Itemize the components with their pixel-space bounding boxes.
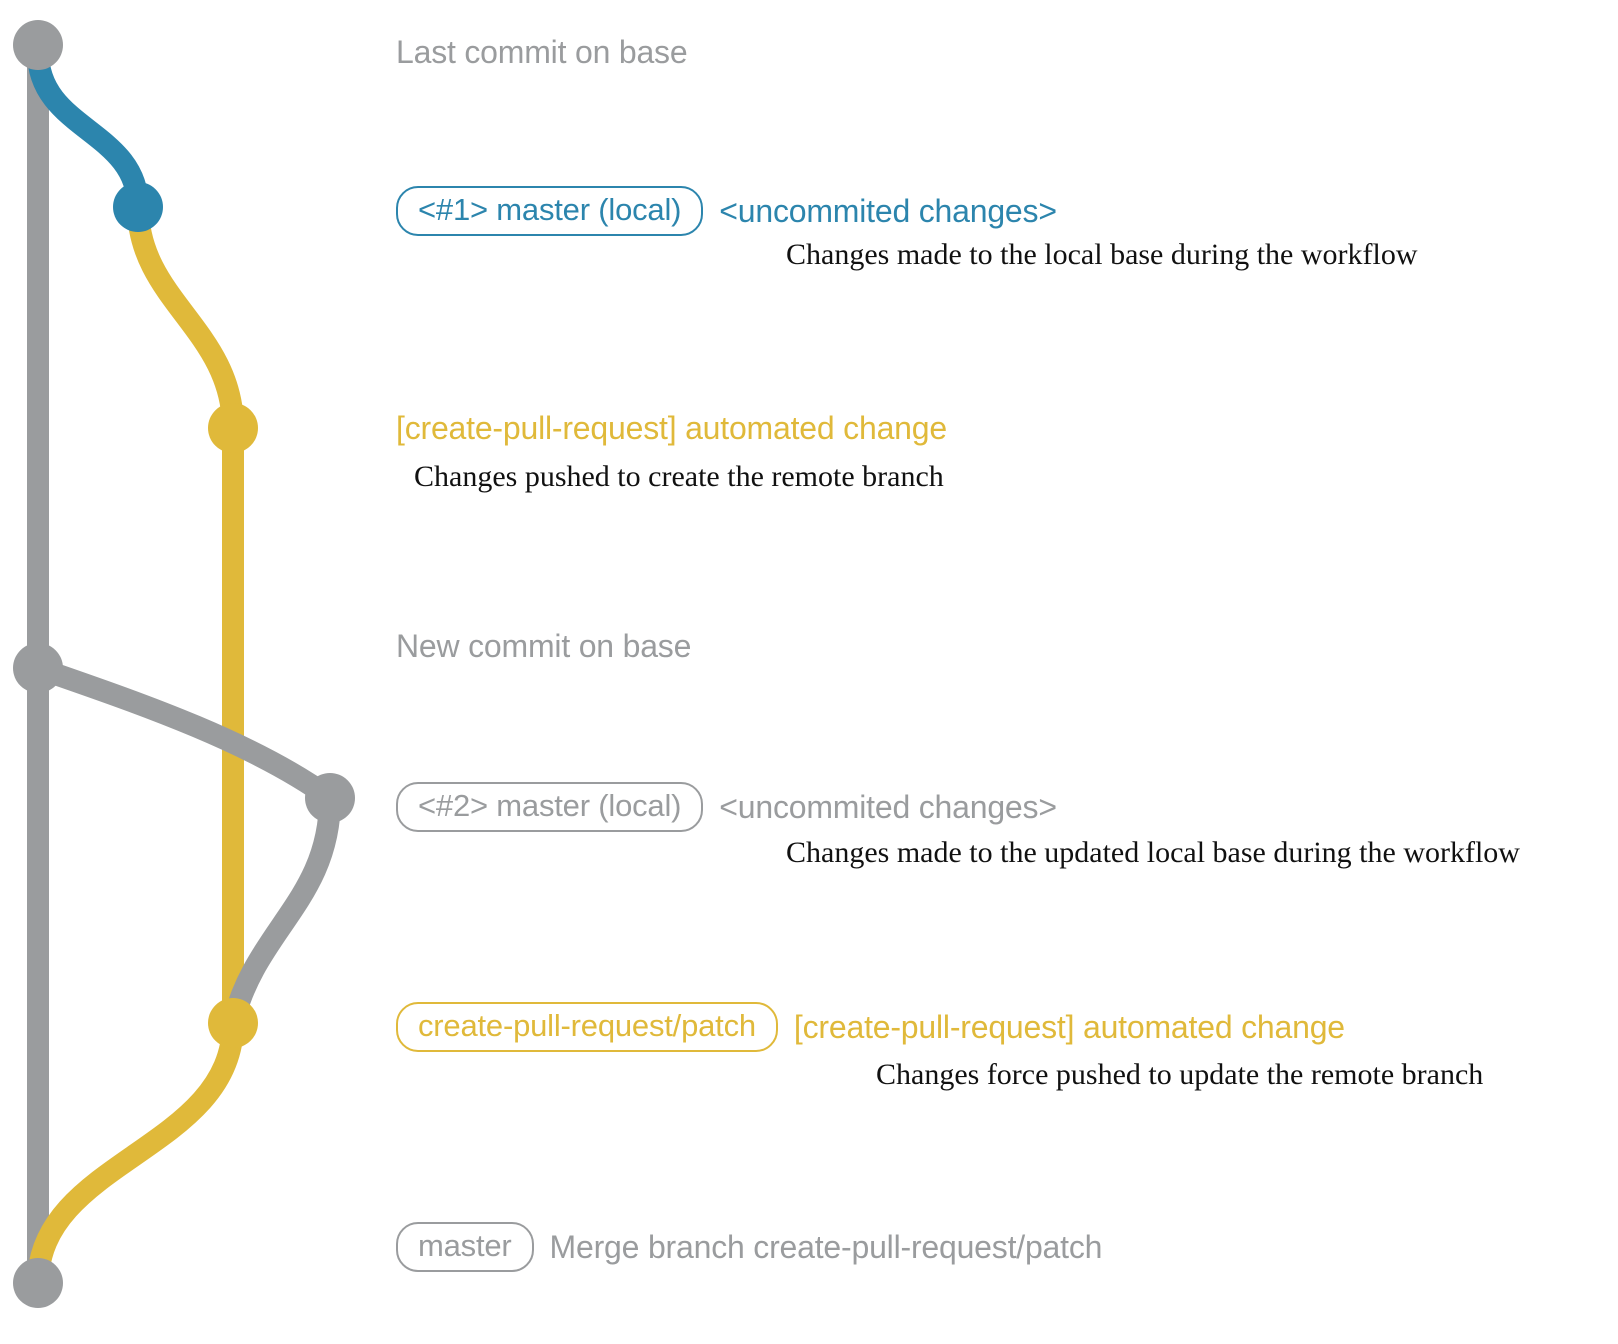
commit-description-automated-change-1: Changes pushed to create the remote bran… xyxy=(414,460,944,493)
node-master-2[interactable] xyxy=(305,773,355,823)
graph-row-automated-change-1: [create-pull-request] automated change xyxy=(396,412,947,444)
node-patch-2[interactable] xyxy=(208,998,258,1048)
graph-row-new-commit-on-base: New commit on base xyxy=(396,630,691,662)
commit-message-automated-change-2: [create-pull-request] automated change xyxy=(793,1009,1345,1045)
commit-description-master-local-2: Changes made to the updated local base d… xyxy=(786,836,1520,869)
branch-badge-master-local-2[interactable]: <#2> master (local) xyxy=(396,782,704,832)
edge-master1-to-patch1 xyxy=(127,196,244,439)
node-master-1[interactable] xyxy=(113,182,163,232)
graph-row-merge-branch: master Merge branch create-pull-request/p… xyxy=(396,1222,1102,1272)
edge-basenew-to-master2 xyxy=(27,657,341,809)
commit-message-merge-branch: Merge branch create-pull-request/patch xyxy=(549,1229,1103,1265)
graph-row-master-local-1: <#1> master (local) <uncommited changes> xyxy=(396,186,1057,236)
commit-message-master-local-1: <uncommited changes> xyxy=(719,193,1057,229)
graph-edges xyxy=(27,34,341,1294)
edge-master2-to-patch2 xyxy=(222,787,341,1034)
commit-message-master-local-2: <uncommited changes> xyxy=(719,789,1057,825)
edge-base-to-master1 xyxy=(27,41,149,218)
branch-badge-merge-branch[interactable]: master xyxy=(396,1222,534,1272)
commit-description-automated-change-2: Changes force pushed to update the remot… xyxy=(876,1058,1484,1091)
graph-row-master-local-2: <#2> master (local) <uncommited changes> xyxy=(396,782,1057,832)
commit-message-automated-change-1: [create-pull-request] automated change xyxy=(396,410,947,446)
graph-row-last-commit-on-base: Last commit on base xyxy=(396,34,688,70)
commit-message-new-commit-on-base: New commit on base xyxy=(396,628,692,664)
graph-row-automated-change-2: create-pull-request/patch [create-pull-re… xyxy=(396,1002,1345,1052)
edge-patch2-to-merge xyxy=(27,1012,244,1294)
node-base-last[interactable] xyxy=(13,20,63,70)
branch-badge-master-local-1[interactable]: <#1> master (local) xyxy=(396,186,704,236)
graph-nodes xyxy=(13,20,355,1308)
node-patch-1[interactable] xyxy=(208,403,258,453)
commit-message-last-commit-on-base: Last commit on base xyxy=(396,34,688,70)
commit-description-master-local-1: Changes made to the local base during th… xyxy=(786,238,1418,271)
git-graph xyxy=(13,20,355,1308)
node-base-new[interactable] xyxy=(13,643,63,693)
node-merge[interactable] xyxy=(13,1258,63,1308)
branch-badge-automated-change-2[interactable]: create-pull-request/patch xyxy=(396,1002,778,1052)
